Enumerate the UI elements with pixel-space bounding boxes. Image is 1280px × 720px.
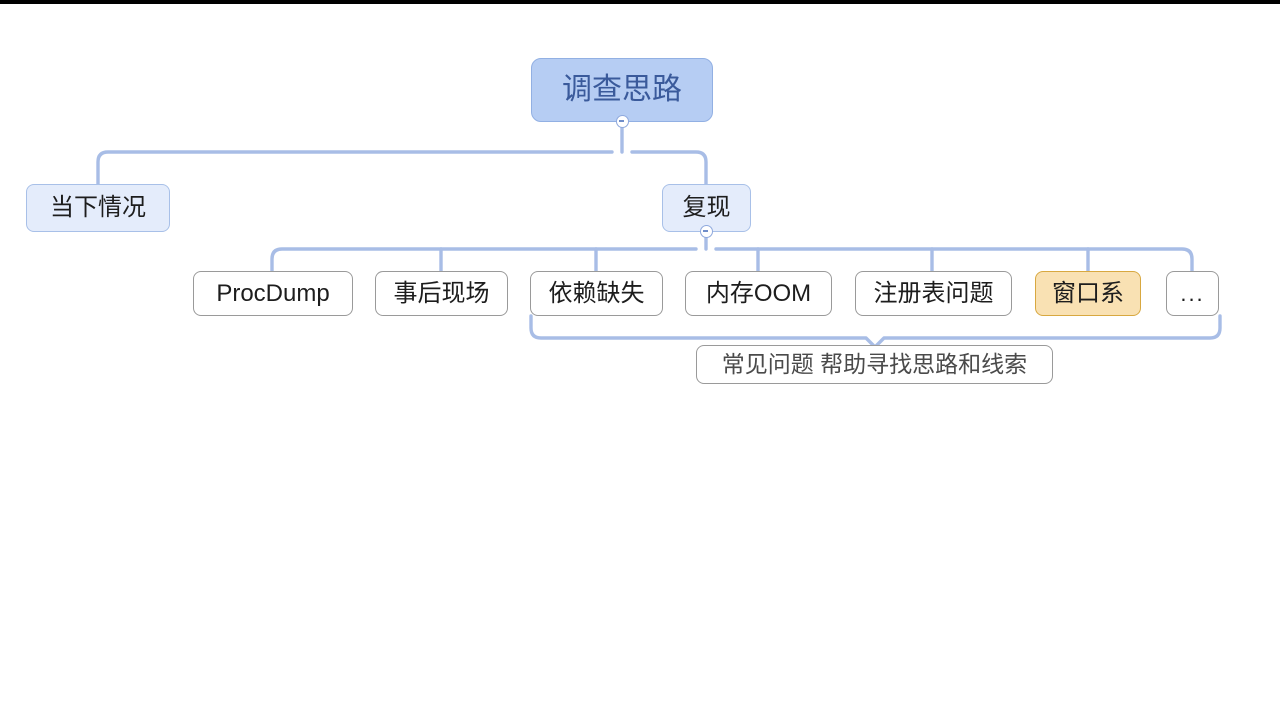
node-level2-label: 依赖缺失	[548, 279, 645, 307]
top-black-bar	[0, 0, 1280, 4]
node-level2-label: 注册表问题	[873, 279, 994, 307]
node-level2-registry-issue[interactable]: 注册表问题	[855, 271, 1012, 316]
node-level1-reproduce[interactable]: 复现	[662, 184, 751, 232]
node-root-label: 调查思路	[562, 73, 682, 106]
node-summary-common-issues[interactable]: 常见问题 帮助寻找思路和线索	[696, 345, 1053, 384]
link-summary-bracket	[529, 314, 1222, 349]
node-root[interactable]: 调查思路	[531, 58, 713, 122]
node-level2-postmortem-scene[interactable]: 事后现场	[375, 271, 508, 316]
link-bus-right	[714, 247, 1194, 273]
node-level1-label: 当下情况	[50, 194, 146, 221]
node-summary-label: 常见问题 帮助寻找思路和线索	[721, 351, 1028, 377]
node-level1-label: 复现	[682, 194, 731, 221]
collapse-minus-icon-root[interactable]	[615, 115, 629, 128]
node-level2-label: ProcDump	[216, 279, 330, 307]
node-level2-label: 事后现场	[393, 279, 490, 307]
node-level2-procdump[interactable]: ProcDump	[193, 271, 353, 316]
link-root-to-node2	[630, 150, 708, 188]
node-level2-label: 内存OOM	[705, 279, 812, 307]
collapse-minus-icon-reproduce[interactable]	[699, 225, 713, 238]
node-level2-label: 窗口系	[1052, 279, 1124, 307]
node-level2-more[interactable]: ...	[1166, 271, 1219, 316]
node-level1-current-situation[interactable]: 当下情况	[26, 184, 170, 232]
link-bus-left	[270, 247, 698, 273]
node-level2-label: ...	[1180, 280, 1205, 306]
node-level2-window-system[interactable]: 窗口系	[1035, 271, 1141, 316]
link-root-to-node1	[96, 150, 614, 188]
node-level2-memory-oom[interactable]: 内存OOM	[685, 271, 832, 316]
node-level2-missing-dependency[interactable]: 依赖缺失	[530, 271, 663, 316]
